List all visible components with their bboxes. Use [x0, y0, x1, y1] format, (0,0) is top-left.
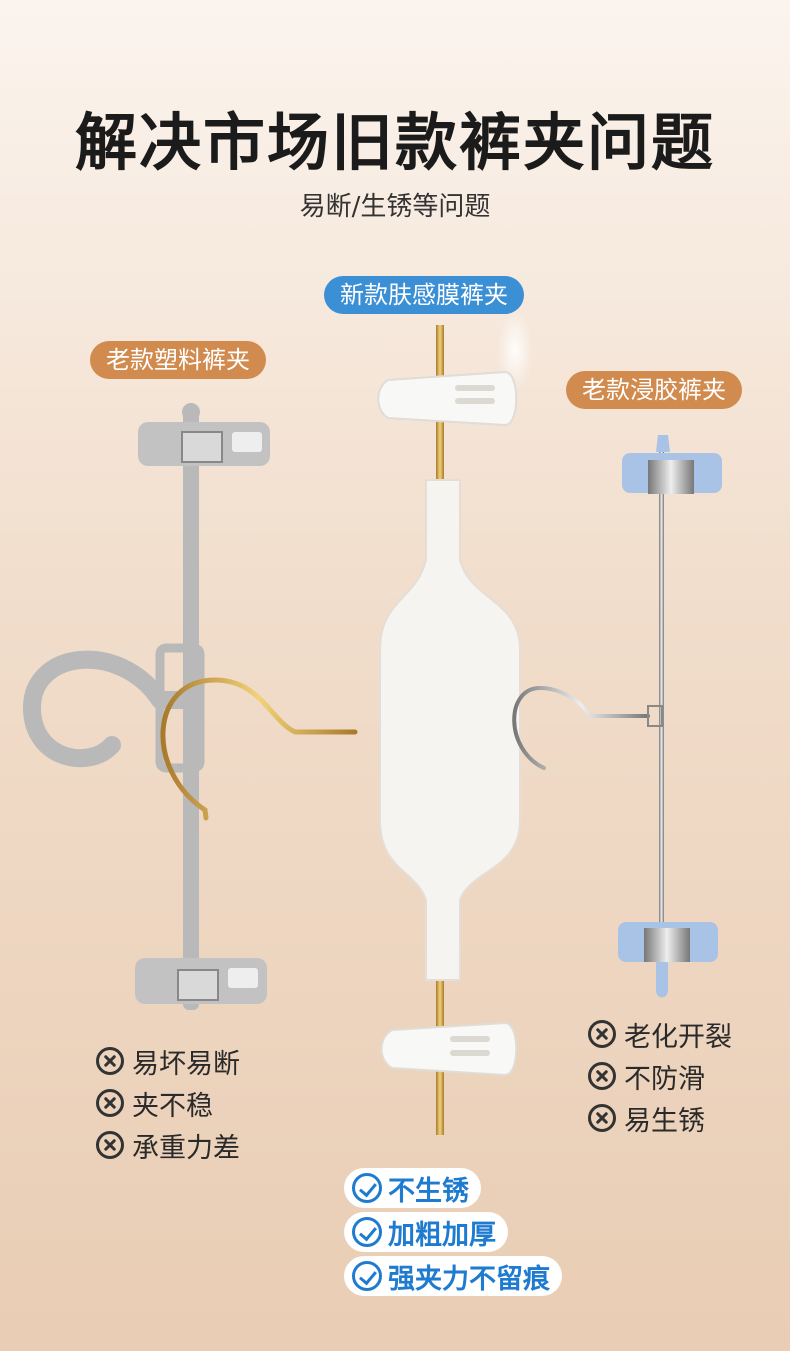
cross-icon	[588, 1104, 616, 1132]
list-item: 易生锈	[588, 1097, 732, 1139]
label-new-hanger: 新款肤感膜裤夹	[324, 276, 524, 314]
check-icon	[352, 1217, 382, 1247]
pro-item: 不生锈	[344, 1168, 481, 1208]
old-dipped-hanger	[512, 435, 722, 998]
cross-icon	[96, 1131, 124, 1159]
cross-icon	[588, 1020, 616, 1048]
list-item: 老化开裂	[588, 1013, 732, 1055]
cons-list-right: 老化开裂 不防滑 易生锈	[588, 1013, 732, 1139]
label-old-plastic-hanger: 老款塑料裤夹	[90, 341, 266, 379]
pro-item: 强夹力不留痕	[344, 1256, 562, 1296]
pro-item: 加粗加厚	[344, 1212, 508, 1252]
new-skin-film-hanger	[160, 310, 533, 1135]
label-old-dipped-hanger: 老款浸胶裤夹	[566, 371, 742, 409]
list-item: 易坏易断	[96, 1040, 240, 1082]
list-item: 不防滑	[588, 1055, 732, 1097]
cross-icon	[588, 1062, 616, 1090]
cross-icon	[96, 1047, 124, 1075]
list-item: 夹不稳	[96, 1082, 240, 1124]
list-item: 承重力差	[96, 1124, 240, 1166]
check-icon	[352, 1261, 382, 1291]
old-plastic-hanger	[22, 403, 270, 1010]
cons-list-left: 易坏易断 夹不稳 承重力差	[96, 1040, 240, 1166]
page-title: 解决市场旧款裤夹问题	[74, 106, 715, 179]
cross-icon	[96, 1089, 124, 1117]
check-icon	[352, 1173, 382, 1203]
page-subtitle: 易断/生锈等问题	[299, 192, 491, 222]
